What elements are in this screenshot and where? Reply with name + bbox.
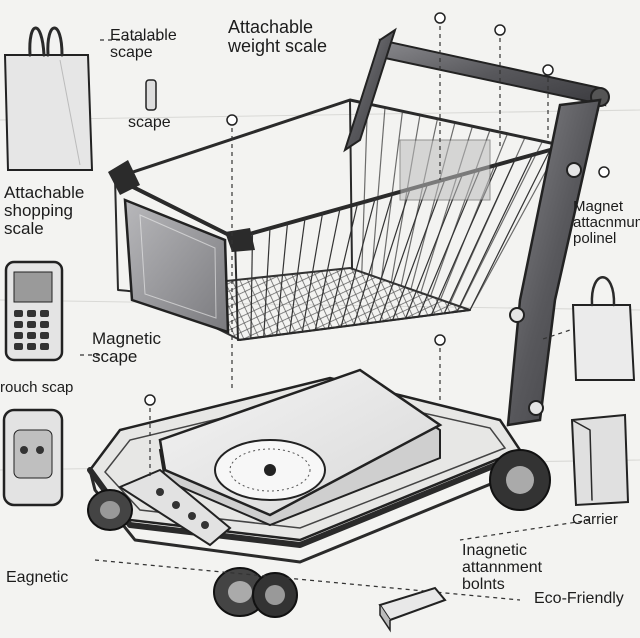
label-touch-scap: rouch scap — [0, 379, 74, 396]
keypad-scanner-icon — [4, 260, 64, 362]
magnet-block-icon — [378, 586, 447, 633]
label-attachment-points: Inagnetic attannment bolnts — [462, 542, 543, 593]
tote-bag-icon — [571, 276, 636, 381]
label-magnetic-scape: Magnetic scape — [92, 329, 161, 366]
mini-scape-icon — [145, 79, 157, 111]
paper-bag-icon — [570, 413, 630, 507]
wheel-rear — [489, 449, 551, 511]
shopping-bag-icon — [3, 26, 94, 171]
label-detachable-scale: Eatalable scape — [110, 27, 177, 61]
cart-wheels — [87, 449, 551, 618]
wheel-front-right — [213, 567, 298, 618]
front-wires — [234, 149, 551, 341]
scale-platform — [117, 368, 443, 547]
side-panel — [123, 198, 230, 334]
label-magnetic-panel: Magnet attacnmum polinel — [573, 198, 640, 247]
scale-dial-icon — [214, 439, 326, 501]
label-eco-friendly: Eco-Friendly — [534, 590, 624, 607]
wheel-front-left — [87, 489, 133, 531]
label-carrier: Carrier — [572, 511, 618, 528]
label-scape: scape — [128, 114, 171, 131]
callout-lines — [80, 18, 601, 601]
label-shopping-scale: Attachable shopping scale — [4, 183, 85, 238]
callout-markers — [144, 12, 610, 406]
label-weight-scale: Attachable weight scale — [228, 17, 328, 56]
cart-basket — [108, 98, 562, 342]
label-eagnetic: Eagnetic — [6, 569, 69, 586]
touch-device-icon — [2, 408, 64, 507]
